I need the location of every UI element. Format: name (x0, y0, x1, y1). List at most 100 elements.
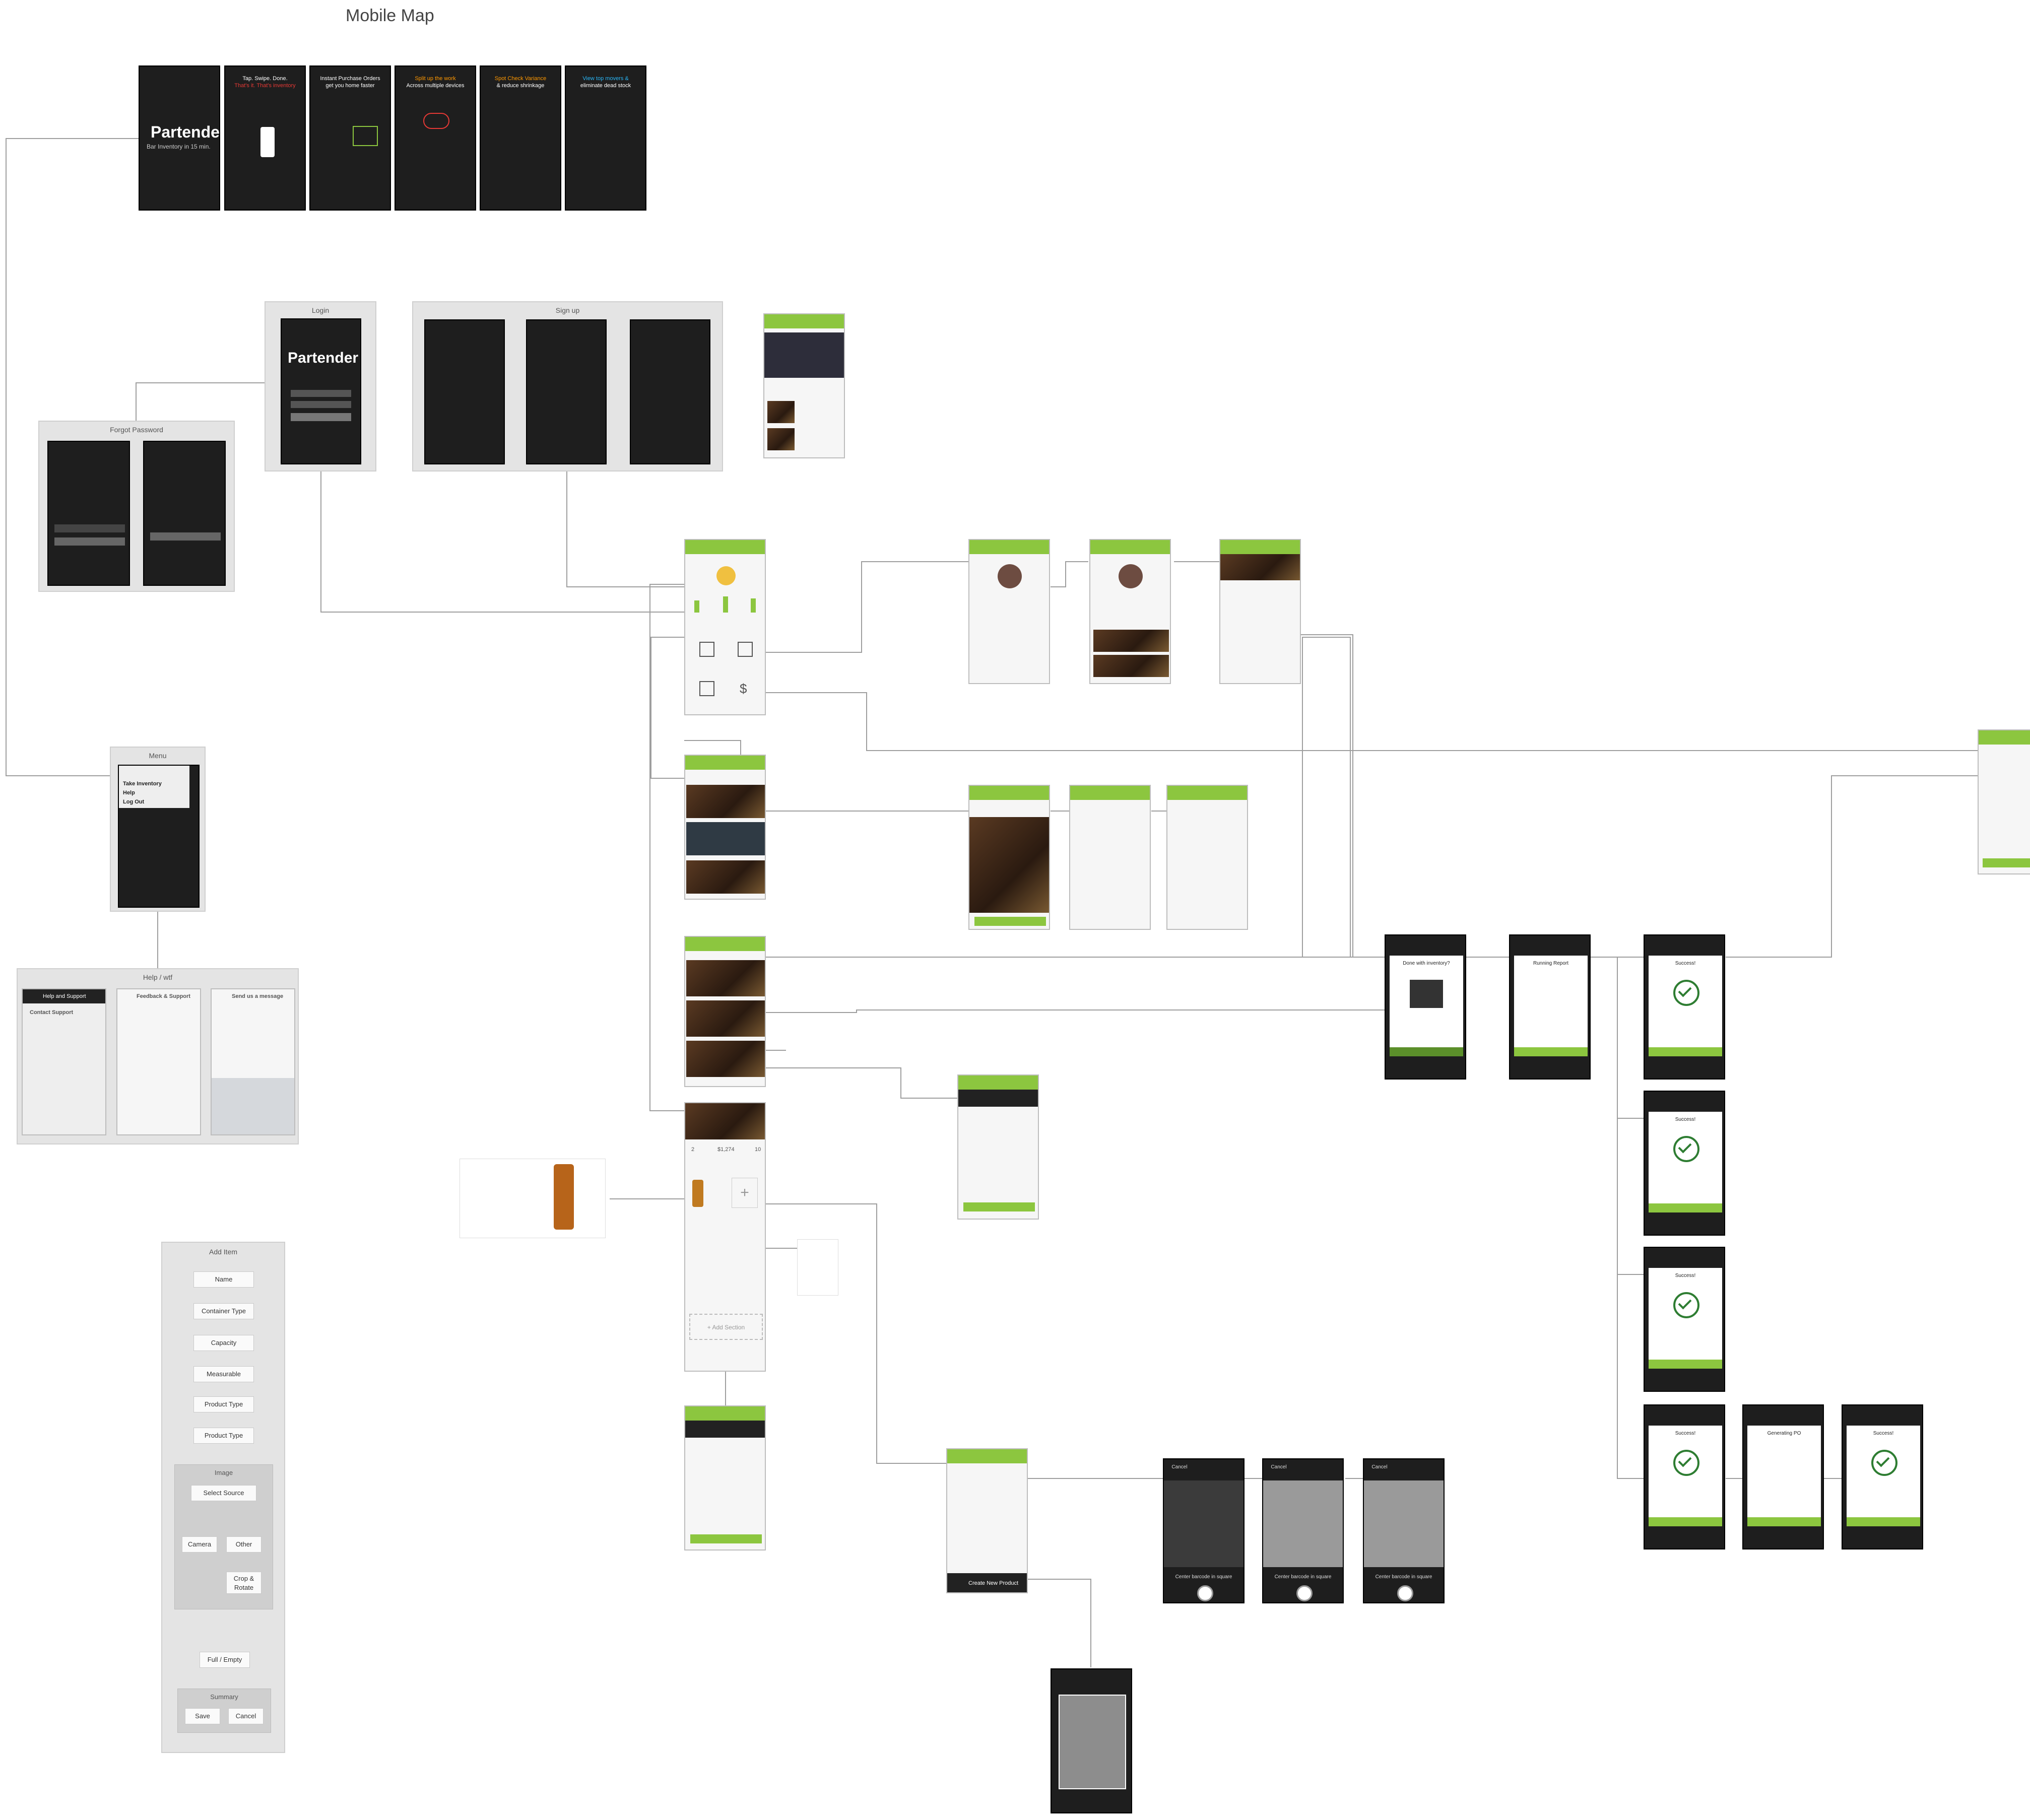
envelope-icon (353, 126, 378, 146)
group-label: Forgot Password (110, 426, 163, 434)
progress-bar (1514, 1047, 1588, 1056)
shutter-button[interactable] (1197, 1585, 1213, 1601)
shutter-button[interactable] (1397, 1585, 1413, 1601)
venue-card[interactable] (686, 822, 765, 855)
venue-card[interactable] (686, 860, 765, 894)
area-card[interactable] (686, 1041, 765, 1077)
step-product-type: Product Type (193, 1396, 254, 1412)
splash-subline: eliminate dead stock (580, 83, 631, 89)
add-item-group: Add Item Name Container Type Capacity Me… (161, 1242, 285, 1753)
splash-subline: That's it. That's inventory (234, 83, 296, 89)
done-button[interactable] (1847, 1517, 1920, 1526)
keyboard[interactable] (212, 1078, 294, 1134)
venue-home-screen (763, 313, 845, 458)
venue-card[interactable] (1093, 630, 1169, 652)
context-menu[interactable] (797, 1239, 838, 1296)
dialog: Success! (1847, 1426, 1920, 1526)
bottle-image[interactable] (692, 1180, 703, 1207)
running-report-screen: Running Report (1509, 934, 1591, 1080)
inventory-icon[interactable] (699, 642, 714, 657)
save-section-button[interactable] (690, 1534, 762, 1543)
venue-card[interactable] (686, 785, 765, 818)
area-card[interactable] (686, 960, 765, 996)
app-bar (685, 937, 765, 951)
stat-items: 2 (691, 1147, 695, 1153)
done-button[interactable] (1649, 1360, 1722, 1369)
step-name: Name (193, 1271, 254, 1288)
hero-image (764, 332, 844, 378)
app-bar (958, 1075, 1038, 1090)
menu-group: Menu Take Inventory Help Log Out (110, 747, 206, 912)
menu-item-help[interactable]: Help (123, 790, 135, 796)
create-product-bar[interactable]: Create New Product (947, 1573, 1027, 1592)
dialog-title: Done with inventory? (1403, 961, 1450, 966)
brands-grid-screen (1166, 785, 1248, 930)
venue-thumb (767, 428, 795, 450)
splash-screen-split: Split up the work Across multiple device… (395, 65, 476, 211)
scan-button[interactable] (974, 917, 1046, 926)
splash-screen-logo: Partender Bar Inventory in 15 min. (139, 65, 220, 211)
cancel-link[interactable]: Cancel (1271, 1464, 1287, 1470)
checkmark-icon (1673, 980, 1699, 1006)
checkmark-icon (1871, 1450, 1897, 1476)
resend-email-button[interactable] (150, 532, 221, 541)
feedback-screen: Feedback & Support (116, 988, 201, 1135)
product-icon[interactable] (699, 681, 714, 696)
dollar-icon[interactable]: $ (740, 681, 747, 696)
password-field[interactable] (291, 401, 351, 408)
app-bar (1070, 786, 1150, 800)
contact-support-link[interactable]: Contact Support (30, 1009, 74, 1016)
dialog-title: Success! (1675, 961, 1696, 966)
crop-area[interactable] (1059, 1695, 1126, 1789)
app-bar (969, 786, 1049, 800)
summary-subgroup: Summary Save Cancel (177, 1689, 271, 1733)
menu-item-log-out[interactable]: Log Out (123, 799, 145, 805)
dialog: Success! (1649, 1112, 1722, 1212)
splash-headline: Tap. Swipe. Done. (242, 76, 288, 82)
login-button[interactable] (291, 413, 351, 421)
run-report-button[interactable] (1390, 1047, 1463, 1056)
stat-bar (723, 596, 728, 613)
app-bar (1220, 540, 1300, 554)
app-bar (685, 540, 765, 554)
signup-step-1 (424, 319, 505, 464)
send-message-screen: Send us a message (211, 988, 295, 1135)
email-field[interactable] (291, 390, 351, 397)
envelope-icon (1410, 980, 1443, 1008)
send-order-button[interactable] (1983, 858, 2030, 867)
menu-drawer: Take Inventory Help Log Out (119, 766, 189, 808)
dialog: Generating PO (1747, 1426, 1821, 1526)
image-header (685, 1421, 765, 1438)
send-link-button[interactable] (54, 537, 125, 546)
cancel-link[interactable]: Cancel (1171, 1464, 1188, 1470)
email-field[interactable] (54, 524, 125, 532)
shutter-button[interactable] (1296, 1585, 1313, 1601)
camera-view (1263, 1480, 1343, 1567)
success-screen: Success! (1842, 1404, 1923, 1549)
crop-rotate-node: Crop & Rotate (226, 1572, 261, 1594)
group-label: Help / wtf (143, 973, 173, 981)
dialog-title: Success! (1675, 1117, 1696, 1122)
view-orders-button[interactable] (1649, 1047, 1722, 1056)
cloud-icon (423, 113, 449, 129)
venue-card[interactable] (1093, 655, 1169, 677)
save-area-button[interactable] (963, 1202, 1035, 1211)
menu-item-take-inventory[interactable]: Take Inventory (123, 781, 162, 787)
generate-po-button[interactable] (1649, 1517, 1722, 1526)
group-label: Menu (149, 752, 167, 760)
bottle-icon[interactable] (738, 642, 753, 657)
add-section-button[interactable]: + Add Section (689, 1314, 763, 1340)
login-screen: Partender (281, 318, 361, 464)
continue-button[interactable] (1649, 1203, 1722, 1212)
help-support-screen: Help and Support Contact Support (22, 988, 106, 1135)
dialog-title: Generating PO (1767, 1431, 1801, 1436)
image-label: Image (214, 1469, 233, 1476)
area-card[interactable] (686, 1000, 765, 1037)
login-group: Login Partender (265, 301, 376, 471)
page-title: Mobile Map (346, 6, 434, 25)
app-bar (969, 540, 1049, 554)
add-bottle-button[interactable]: + (732, 1178, 758, 1208)
cancel-link[interactable]: Cancel (1371, 1464, 1388, 1470)
profile-venues-screen (1089, 539, 1171, 684)
